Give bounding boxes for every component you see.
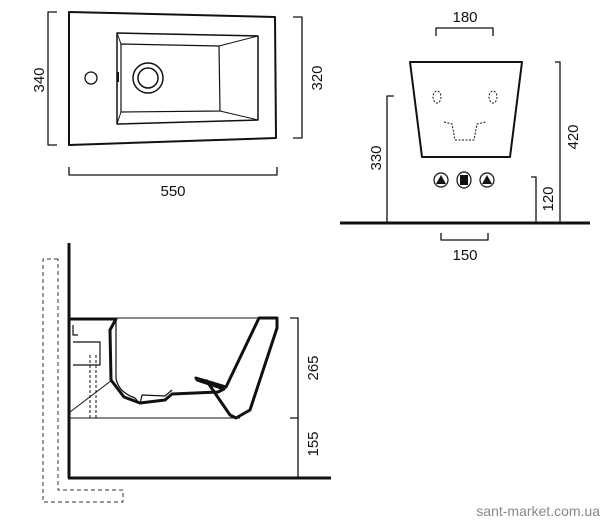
label-340: 340 [31,67,48,92]
top-view: 340 320 550 [31,11,326,200]
dim-330 [386,95,394,223]
front-view: 180 330 420 120 150 [340,9,590,264]
label-330: 330 [368,145,385,170]
label-420: 420 [565,124,582,149]
label-180: 180 [452,9,477,26]
dim-265-155 [290,317,299,479]
drain-icon [132,62,164,94]
bidet-outline-top [68,11,277,146]
dim-320 [293,16,303,139]
dim-340 [47,11,57,146]
dim-420 [555,61,561,223]
side-view: 265 155 [42,243,331,503]
label-155: 155 [305,431,322,456]
label-550: 550 [160,183,185,200]
dim-180 [435,27,494,36]
bidet-profile-side [70,316,279,420]
label-150: 150 [452,247,477,264]
dim-150 [440,233,489,241]
label-320: 320 [309,65,326,90]
bidet-outline-front [409,61,523,158]
connection-icons [433,171,495,189]
label-265: 265 [305,355,322,380]
watermark: sant-market.com.ua [476,503,600,519]
dim-550 [68,167,278,176]
tap-hole-icon [84,71,98,85]
dim-120 [531,176,537,223]
label-120: 120 [540,186,557,211]
bowl-inner [120,43,221,113]
concealed-frame-dashed [42,258,124,503]
